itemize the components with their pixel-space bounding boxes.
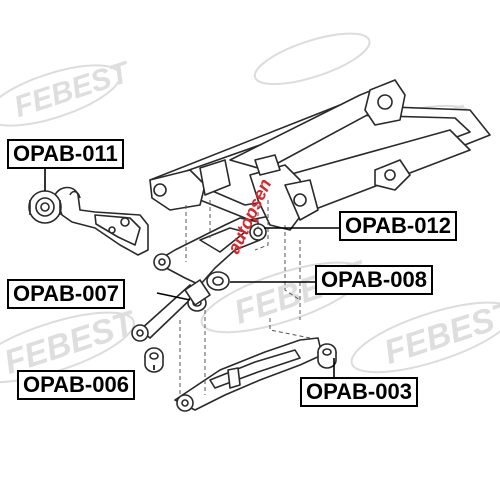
bushing-opab-006 <box>144 347 164 373</box>
part-label-opab-006[interactable]: OPAB-006 <box>17 370 135 400</box>
lower-control-arm <box>174 337 337 412</box>
part-label-opab-003[interactable]: OPAB-003 <box>300 377 418 407</box>
part-label-opab-008[interactable]: OPAB-008 <box>315 265 433 295</box>
left-trailing-arm <box>28 186 149 256</box>
part-label-opab-011[interactable]: OPAB-011 <box>7 139 124 169</box>
part-label-opab-007[interactable]: OPAB-007 <box>7 279 125 309</box>
upper-control-arm <box>153 217 267 291</box>
svg-text:FEBEST: FEBEST <box>10 55 135 124</box>
part-label-opab-012[interactable]: OPAB-012 <box>339 211 457 241</box>
leader-lines <box>44 168 339 377</box>
trailing-link <box>131 279 211 342</box>
rear-subframe <box>149 79 491 231</box>
reference-lines <box>179 200 311 395</box>
